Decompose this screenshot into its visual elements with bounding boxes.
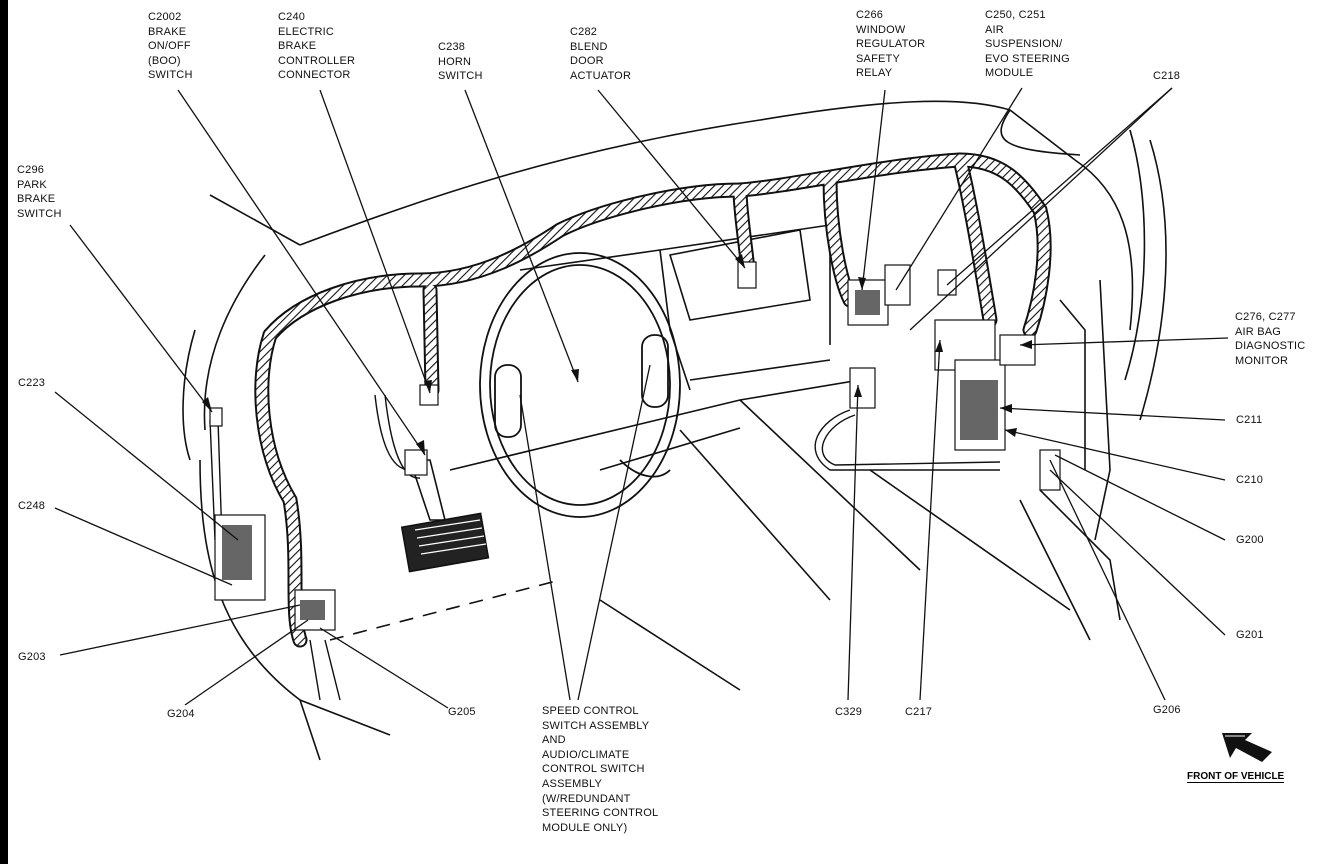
c250-c251-module: [884, 264, 911, 306]
leader-c2002: [177, 89, 426, 456]
front-of-vehicle-label: FRONT OF VEHICLE: [1187, 771, 1285, 783]
brake-pedal: [400, 459, 490, 573]
label-c218: C218: [1153, 70, 1181, 82]
arrow-c329: [854, 385, 862, 397]
arrow-c238: [571, 369, 579, 382]
label-speed-control-switch-assembly: SPEED CONTROL SWITCH ASSEMBLY AND AUDIO/…: [542, 705, 659, 834]
leader-speed-control-b: [577, 364, 651, 701]
c276-c277-connector: [999, 334, 1036, 366]
leader-c218-b: [909, 87, 1173, 331]
label-c223: C223: [18, 377, 46, 389]
c329-connector: [849, 367, 876, 409]
leader-c210: [1004, 429, 1226, 481]
label-c210: C210: [1236, 474, 1264, 486]
label-g205: G205: [448, 706, 476, 718]
leader-c276-c277: [1019, 337, 1229, 346]
leader-g204: [184, 619, 309, 706]
c282-connector: [737, 261, 757, 289]
steering-wheel: [479, 252, 681, 518]
c2002-connector: [404, 449, 428, 476]
label-g200: G200: [1236, 534, 1264, 546]
label-c266-window-regulator-relay: C266 WINDOW REGULATOR SAFETY RELAY: [856, 9, 926, 80]
c218-connector: [937, 269, 957, 296]
arrow-c210: [1005, 428, 1017, 437]
label-c329: C329: [835, 706, 863, 718]
leader-c240: [319, 89, 431, 394]
leader-c296: [69, 224, 213, 413]
leader-c248: [54, 507, 233, 586]
label-c211: C211: [1236, 414, 1263, 426]
dashboard-outline: [182, 100, 1167, 761]
leader-c218-a: [946, 87, 1173, 286]
arrow-c282: [735, 254, 745, 268]
label-c2002-brake-onoff-switch: C2002 BRAKE ON/OFF (BOO) SWITCH: [148, 11, 193, 82]
leader-speed-control-a: [519, 394, 571, 701]
label-c250-c251-air-suspension: C250, C251 AIR SUSPENSION/ EVO STEERING …: [985, 9, 1070, 80]
label-g203: G203: [18, 651, 46, 663]
label-g201: G201: [1236, 629, 1264, 641]
c296-connector: [209, 407, 223, 427]
arrow-c266: [858, 277, 866, 290]
leader-c266: [861, 89, 886, 291]
leader-c250-c251: [895, 87, 1023, 291]
module-shading: [222, 290, 998, 620]
label-c238-horn-switch: C238 HORN SWITCH: [438, 41, 483, 83]
arrow-c240: [424, 380, 432, 393]
scan-edge-bar: [0, 0, 8, 864]
leader-c282: [597, 89, 746, 269]
leader-c211: [999, 407, 1226, 421]
label-c282-blend-door-actuator: C282 BLEND DOOR ACTUATOR: [570, 26, 632, 82]
arrow-c211: [1000, 404, 1012, 413]
front-of-vehicle-arrow-icon: [1222, 733, 1272, 762]
leader-lines: [54, 87, 1229, 709]
leader-g203: [59, 604, 301, 656]
arrow-c2002: [416, 440, 425, 455]
arrow-c296: [202, 397, 212, 412]
leader-g205: [319, 627, 449, 709]
label-c276-c277-air-bag-monitor: C276, C277 AIR BAG DIAGNOSTIC MONITOR: [1235, 311, 1306, 367]
label-c217: C217: [905, 706, 933, 718]
leader-c217: [919, 339, 941, 701]
leader-c223: [54, 391, 239, 541]
label-g206: G206: [1153, 704, 1181, 716]
arrow-c217: [935, 340, 943, 352]
leader-g201: [1049, 469, 1226, 636]
arrow-c276-c277: [1020, 340, 1032, 349]
label-c240-electric-brake-controller: C240 ELECTRIC BRAKE CONTROLLER CONNECTOR: [278, 11, 356, 82]
leader-c329: [847, 384, 859, 701]
connector-blocks: [209, 261, 1061, 631]
leader-arrowheads: [202, 254, 1032, 455]
leader-c238: [464, 89, 579, 383]
label-c248: C248: [18, 500, 46, 512]
leader-g206: [1049, 459, 1166, 701]
label-c296-park-brake-switch: C296 PARK BRAKE SWITCH: [17, 164, 62, 220]
leader-g200: [1054, 454, 1226, 541]
label-g204: G204: [167, 708, 195, 720]
